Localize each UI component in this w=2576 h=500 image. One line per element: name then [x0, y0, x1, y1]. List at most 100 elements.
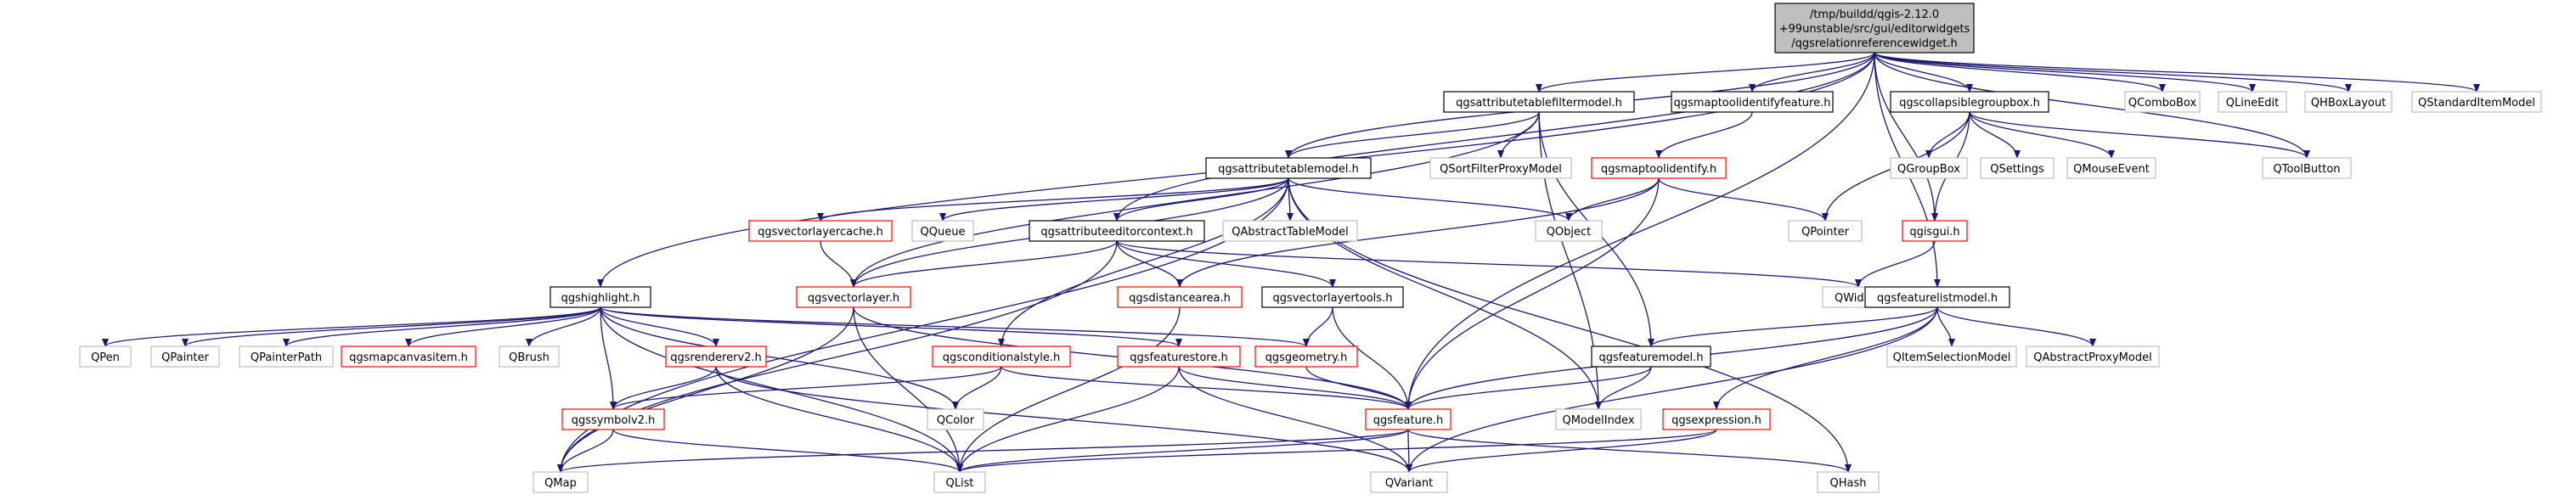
node-box: [499, 346, 560, 368]
node-box: [1222, 220, 1358, 242]
node-featmodel[interactable]: qgsfeaturemodel.h: [1591, 346, 1711, 368]
node-maptoolident[interactable]: qgsmaptoolidentify.h: [1591, 157, 1727, 179]
node-label: QPainterPath: [251, 351, 322, 364]
node-box: [341, 346, 476, 368]
edge-rendererv2-to-qvariant: [715, 366, 1412, 473]
node-qqueue[interactable]: QQueue: [911, 220, 974, 242]
node-box: [2066, 157, 2156, 179]
node-qvariant[interactable]: QVariant: [1370, 471, 1448, 493]
node-label: qgsvectorlayertools.h: [1273, 292, 1393, 305]
node-qhboxlayout[interactable]: QHBoxLayout: [2304, 91, 2393, 113]
node-distancearea[interactable]: qgsdistancearea.h: [1117, 286, 1243, 308]
edge-attrtablefilter-to-qmodelindex: [1538, 111, 1602, 410]
node-label: QPainter: [161, 351, 209, 364]
node-attreditctx[interactable]: qgsattributeeditorcontext.h: [1029, 220, 1205, 242]
node-feature[interactable]: qgsfeature.h: [1365, 408, 1451, 430]
node-qlist[interactable]: QList: [933, 471, 986, 493]
node-qhash[interactable]: QHash: [1817, 471, 1880, 493]
node-qpainter[interactable]: QPainter: [150, 346, 220, 368]
node-label: qgsmapcanvasitem.h: [349, 351, 468, 364]
node-qobject[interactable]: QObject: [1535, 220, 1603, 242]
edge-vlayertools-to-geometry: [1303, 306, 1333, 347]
node-box: [1774, 3, 1975, 53]
edge-featlistmodel-to-expression: [1713, 306, 1938, 410]
node-geometry[interactable]: qgsgeometry.h: [1254, 346, 1358, 368]
node-rendererv2[interactable]: qgsrendererv2.h: [665, 346, 767, 368]
node-qabstracttable[interactable]: QAbstractTableModel: [1222, 220, 1358, 242]
edge-featstore-to-qlist: [956, 366, 1180, 473]
node-qstditemmodel[interactable]: QStandardItemModel: [2411, 91, 2542, 113]
node-qcombobox[interactable]: QComboBox: [2124, 91, 2201, 113]
node-box: [1261, 286, 1404, 308]
edge-featmodel-to-feature: [1405, 366, 1652, 410]
node-qsortfilterproxy[interactable]: QSortFilterProxyModel: [1429, 157, 1572, 179]
node-featstore[interactable]: qgsfeaturestore.h: [1117, 346, 1241, 368]
node-label: qgsrendererv2.h: [670, 351, 762, 364]
node-label: QQueue: [921, 226, 966, 239]
node-label: QList: [946, 477, 974, 490]
edge-highlight-to-qpainterpath: [283, 306, 601, 347]
node-label: QObject: [1547, 226, 1592, 239]
node-qtoolbutton[interactable]: QToolButton: [2262, 157, 2352, 179]
edge-feature-to-qlist: [956, 429, 1409, 473]
node-condstyle[interactable]: qgsconditionalstyle.h: [932, 346, 1071, 368]
node-box: [1365, 408, 1451, 430]
node-qitemselmodel[interactable]: QItemSelectionModel: [1886, 346, 2017, 368]
node-attrtablemodel[interactable]: qgsattributetablemodel.h: [1205, 157, 1372, 179]
node-box: [1117, 346, 1241, 368]
node-box: [2262, 157, 2352, 179]
node-qpen[interactable]: QPen: [79, 346, 132, 368]
node-qmouseevent[interactable]: QMouseEvent: [2066, 157, 2156, 179]
node-featlistmodel[interactable]: qgsfeaturelistmodel.h: [1864, 286, 2010, 308]
node-label: QGroupBox: [1897, 163, 1960, 176]
node-maptoolidentfeat[interactable]: qgsmaptoolidentifyfeature.h: [1671, 91, 1834, 113]
node-qcolor[interactable]: QColor: [927, 408, 984, 430]
edge-root-to-qlineedit: [1874, 52, 2256, 93]
node-label: qgssymbolv2.h: [572, 414, 656, 427]
node-expression[interactable]: qgsexpression.h: [1662, 408, 1771, 430]
node-qgroupbox[interactable]: QGroupBox: [1890, 157, 1968, 179]
edge-highlight-to-qbrush: [526, 306, 601, 347]
root-title-line: /tmp/buildd/qgis-2.12.0: [1810, 8, 1939, 21]
node-label: QMap: [544, 477, 577, 490]
node-qgisgui[interactable]: qgisgui.h: [1902, 220, 1968, 242]
node-label: QModelIndex: [1562, 414, 1634, 427]
node-qlineedit[interactable]: QLineEdit: [2218, 91, 2287, 113]
node-qmap[interactable]: QMap: [533, 471, 589, 493]
node-vlayercache[interactable]: qgsvectorlayercache.h: [748, 220, 893, 242]
node-attrtablefilter[interactable]: qgsattributetablefiltermodel.h: [1443, 91, 1635, 113]
edge-attrtablemodel-to-qqueue: [939, 177, 1289, 222]
node-box: [1429, 157, 1572, 179]
edge-vectorlayer-to-qlist: [853, 306, 963, 473]
dependency-edges: [102, 52, 2480, 473]
node-qsettings[interactable]: QSettings: [1980, 157, 2055, 179]
node-box: [665, 346, 767, 368]
node-root[interactable]: /tmp/buildd/qgis-2.12.0+99unstable/src/g…: [1774, 3, 1975, 53]
node-qpainterpath[interactable]: QPainterPath: [239, 346, 334, 368]
edge-maptoolident-to-qpointer: [1658, 177, 1829, 222]
node-label: qgsvectorlayer.h: [808, 292, 899, 305]
node-qbrush[interactable]: QBrush: [499, 346, 560, 368]
node-label: QComboBox: [2128, 97, 2197, 110]
node-label: qgsfeaturemodel.h: [1598, 351, 1703, 364]
node-collapsible[interactable]: qgscollapsiblegroupbox.h: [1890, 91, 2049, 113]
node-label: QSortFilterProxyModel: [1440, 163, 1562, 176]
node-qabsproxy[interactable]: QAbstractProxyModel: [2026, 346, 2160, 368]
node-box: [932, 346, 1071, 368]
node-label: qgsmaptoolidentify.h: [1601, 163, 1716, 176]
node-box: [1890, 91, 2049, 113]
node-mapcanvasitem[interactable]: qgsmapcanvasitem.h: [341, 346, 476, 368]
edge-highlight-to-mapcanvasitem: [405, 306, 601, 347]
edge-maptoolident-to-distancearea: [1176, 177, 1660, 288]
node-label: qgsattributetablemodel.h: [1218, 163, 1359, 176]
node-vlayertools[interactable]: qgsvectorlayertools.h: [1261, 286, 1404, 308]
node-highlight[interactable]: qgshighlight.h: [550, 286, 651, 308]
node-qpointer[interactable]: QPointer: [1788, 220, 1863, 242]
node-qmodelindex[interactable]: QModelIndex: [1555, 408, 1642, 430]
node-box: [1205, 157, 1372, 179]
edge-featlistmodel-to-qitemselmodel: [1936, 306, 1955, 347]
node-box: [1443, 91, 1635, 113]
node-vectorlayer[interactable]: qgsvectorlayer.h: [796, 286, 911, 308]
node-symbolv2[interactable]: qgssymbolv2.h: [561, 408, 665, 430]
